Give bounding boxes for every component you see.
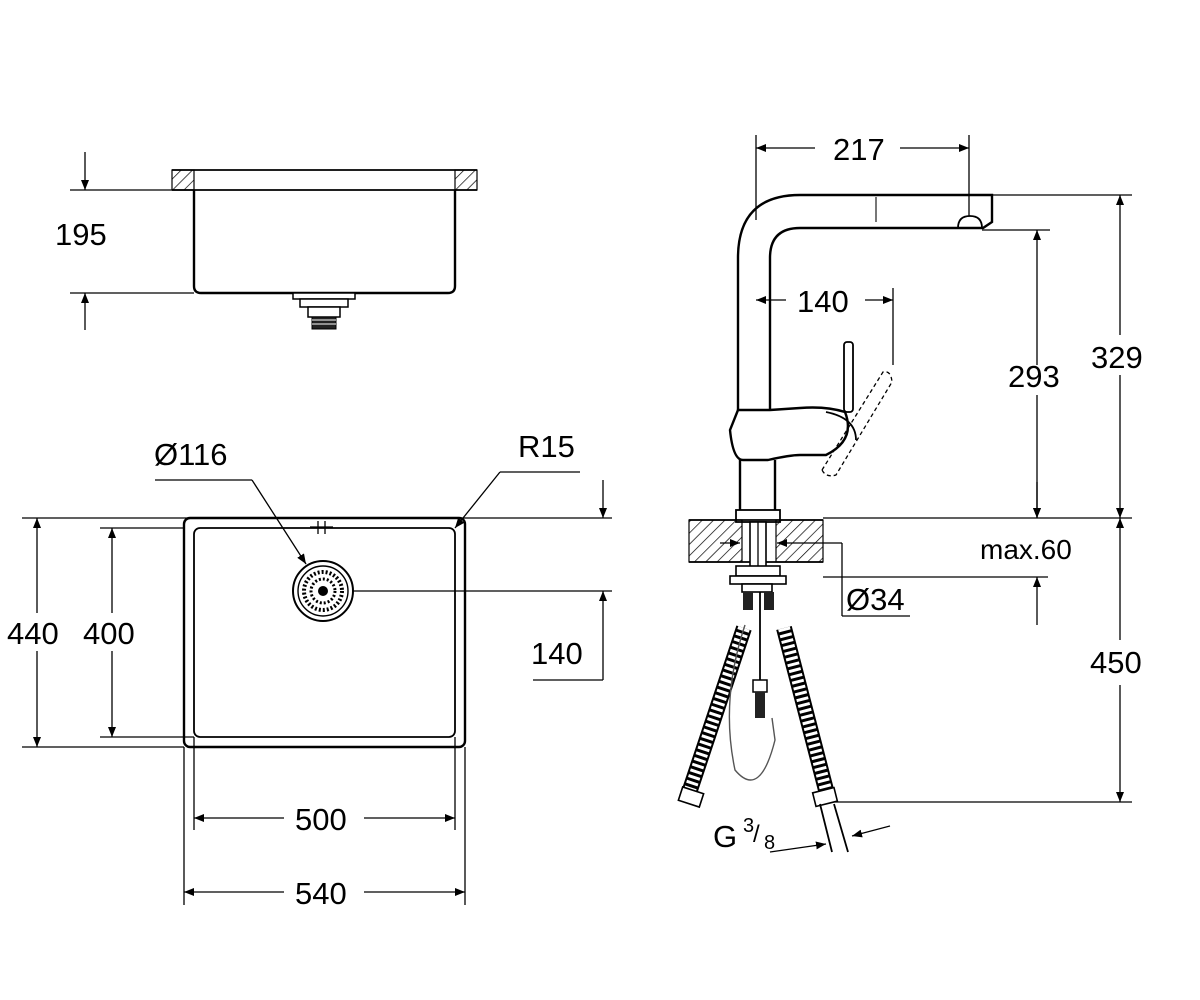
faucet-spout: [736, 193, 994, 410]
svg-text:8: 8: [764, 832, 775, 854]
hose-length-label: 450: [1090, 645, 1142, 680]
connector-thread-label: G 3 / 8: [713, 815, 775, 854]
total-height-label: 329: [1091, 340, 1143, 375]
sink-outer-rim: [182, 516, 467, 749]
drain-diameter-label: Ø116: [154, 437, 228, 472]
faucet-aerator: [957, 215, 983, 229]
countertop-left-hatch: [171, 169, 195, 191]
sink-bowl-side: [192, 190, 457, 295]
inner-depth-label: 400: [83, 616, 135, 651]
faucet-lever-alt: [821, 371, 893, 477]
svg-text:3: 3: [743, 815, 754, 837]
outer-width-label: 540: [295, 876, 347, 911]
spout-clearance-label: 293: [1008, 359, 1060, 394]
spout-reach-label: 217: [833, 132, 885, 167]
faucet-body: [728, 406, 850, 462]
hose-left: [677, 625, 752, 809]
sink-inner-bowl: [193, 527, 456, 738]
faucet-lever: [843, 341, 854, 413]
drain-top: [292, 560, 354, 622]
sink-depth-label: 195: [55, 217, 107, 252]
drain-offset-label: 140: [531, 636, 583, 671]
countertop-right-hatch: [454, 169, 478, 191]
max-deck-label: max.60: [980, 534, 1072, 565]
corner-radius-label: R15: [518, 429, 575, 464]
svg-text:G: G: [713, 819, 737, 854]
outer-depth-label: 440: [7, 616, 59, 651]
svg-text:/: /: [753, 821, 760, 848]
sink-top-view: 440 400 140 Ø116 R15 500 540: [5, 429, 612, 911]
counter-hatch-right: [775, 519, 824, 563]
faucet-view: 217 140 293 329 max.60 Ø34 450: [677, 132, 1143, 854]
lever-reach-label: 140: [797, 284, 849, 319]
hole-diameter-label: Ø34: [846, 582, 905, 617]
pullout-hose: [728, 592, 776, 781]
counter-hatch-left: [688, 519, 743, 563]
inner-width-label: 500: [295, 802, 347, 837]
sink-side-view: 195: [55, 152, 478, 330]
hose-right: [776, 625, 849, 853]
drain-fitting-side: [292, 292, 356, 330]
